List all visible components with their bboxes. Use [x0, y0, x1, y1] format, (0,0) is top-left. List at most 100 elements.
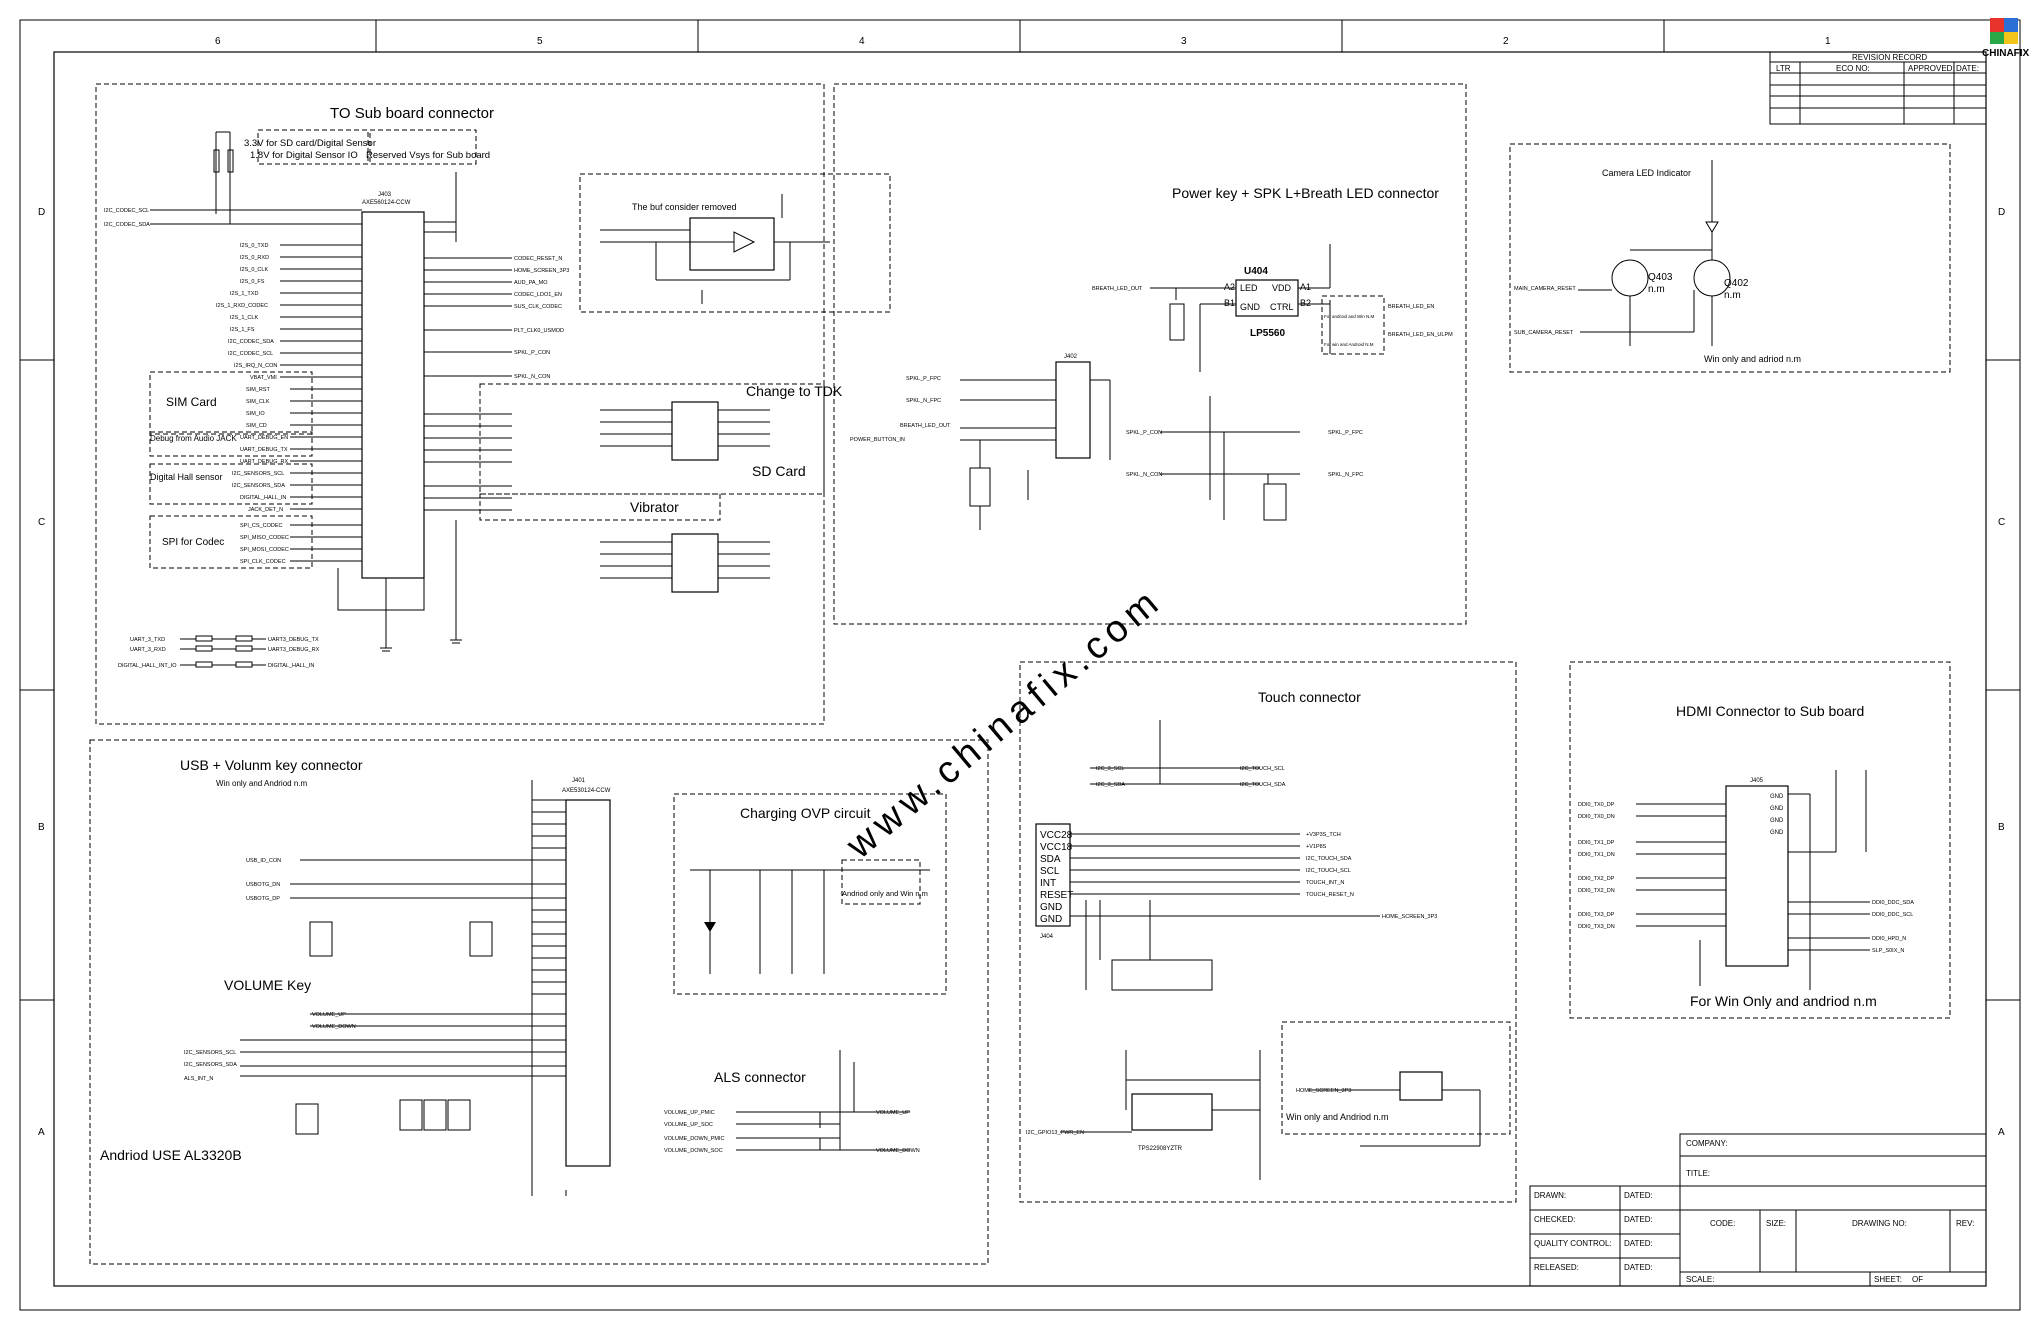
col-label-3: 3	[1181, 36, 1187, 47]
rev-col-eco: ECO NO:	[1836, 64, 1870, 73]
net-label: SPKL_P_CON	[514, 350, 550, 356]
note-sd-card: 3.3V for SD card/Digital Sensor	[244, 138, 376, 149]
volume-key-label: VOLUME Key	[224, 977, 311, 993]
net-label: DDI0_DDC_SCL	[1872, 912, 1913, 918]
pin-label: GND	[1040, 914, 1062, 925]
row-label-b: B	[38, 822, 45, 833]
net-label: DDI0_DDC_SDA	[1872, 900, 1914, 906]
row-labels: D C B A D C B A	[20, 207, 2020, 1138]
pin-label: VCC18	[1040, 842, 1073, 853]
net-label: I2C_TOUCH_SCL	[1306, 868, 1351, 874]
net-label: MAIN_CAMERA_RESET	[1514, 286, 1576, 292]
scale-label: SCALE:	[1686, 1275, 1714, 1284]
net-label: I2C_3_SCL	[1096, 766, 1124, 772]
drawing-no-label: DRAWING NO:	[1852, 1219, 1907, 1228]
code-label: CODE:	[1710, 1219, 1735, 1228]
ldo-chip	[1131, 1093, 1213, 1131]
net-label: I2C_CODEC_SCL	[104, 208, 149, 214]
net-label: I2C_SENSORS_SCL	[184, 1050, 236, 1056]
note-label: For android and Win N.M	[1324, 314, 1375, 319]
net-label: UART3_DEBUG_TX	[268, 637, 319, 643]
net-label: I2S_0_FS	[240, 279, 265, 285]
of-label: OF	[1912, 1275, 1923, 1284]
net-label: SPKL_N_FPC	[906, 398, 941, 404]
pin-label: SDA	[1040, 854, 1061, 865]
released-label: RELEASED:	[1534, 1263, 1579, 1272]
sub-board-section: TO Sub board connector 3.3V for SD card/…	[95, 83, 1467, 725]
q402-nm: n.m	[1724, 290, 1741, 301]
dated-label: DATED:	[1624, 1239, 1653, 1248]
rev-col-ltr: LTR	[1776, 64, 1791, 73]
pin-label: LED	[1240, 283, 1258, 293]
rev-col-date: DATE:	[1956, 64, 1979, 73]
rev-label: REV:	[1956, 1219, 1974, 1228]
pin-label: GND	[1770, 818, 1784, 824]
dated-label: DATED:	[1624, 1191, 1653, 1200]
net-label: SLP_S0IX_N	[1872, 948, 1904, 954]
net-label: I2S_IRQ_N_CON	[234, 363, 277, 369]
net-label: VOLUME_UP_PMIC	[664, 1110, 715, 1116]
power-key-title: Power key + SPK L+Breath LED connector	[1172, 185, 1439, 201]
touch-pins: VCC28 VCC18 SDA SCL INT RESET GND GND	[1040, 830, 1073, 925]
net-label: BREATH_LED_EN	[1388, 304, 1434, 310]
hall-label: Digital Hall sensor	[150, 472, 223, 482]
net-label: I2C_CODEC_SCL	[228, 351, 273, 357]
net-label: TOUCH_RESET_N	[1306, 892, 1354, 898]
net-label: PLT_CLK0_USMOD	[514, 328, 564, 334]
q403-label: Q403	[1648, 272, 1673, 283]
net-label: SPI_MISO_CODEC	[240, 535, 289, 541]
spi-label: SPI for Codec	[162, 537, 224, 548]
vibrator-label: Vibrator	[630, 499, 679, 515]
pin-label: GND	[1770, 794, 1784, 800]
net-label: SIM_IO	[246, 411, 265, 417]
ldo-part: TPS22908YZTR	[1138, 1146, 1183, 1152]
row-label-d: D	[38, 207, 45, 218]
net-label: SPKL_P_CON	[1126, 430, 1162, 436]
net-label: SPI_MOSI_CODEC	[240, 547, 289, 553]
net-label: BREATH_LED_OUT	[900, 423, 951, 429]
net-label: +V3P3S_TCH	[1306, 832, 1341, 838]
pin-label: GND	[1240, 302, 1261, 312]
net-label: DDI0_HPD_N	[1872, 936, 1906, 942]
sub-board-right-nets: CODEC_RESET_N HOME_SCREEN_3P3 AUD_PA_MO …	[514, 256, 569, 380]
net-label: DDI0_TX0_DP	[1578, 802, 1615, 808]
net-label: I2S_1_RXD_CODEC	[216, 303, 268, 309]
hdmi-section: HDMI Connector to Sub board J405 DDI0_TX…	[1569, 661, 1951, 1019]
net-label: I2C_SENSORS_SDA	[232, 483, 285, 489]
col-label-1: 1	[1825, 36, 1831, 47]
net-label: USB_ID_CON	[246, 858, 281, 864]
net-label: I2C_GPIO13_PWR_EN	[1026, 1130, 1084, 1136]
connector-j402-ref: J402	[1064, 354, 1078, 360]
net-label: DDI0_TX2_DP	[1578, 876, 1615, 882]
pin-label: RESET	[1040, 890, 1073, 901]
row-label-c-right: C	[1998, 517, 2005, 528]
net-label: CODEC_RESET_N	[514, 256, 562, 262]
net-label: DIGITAL_HALL_INT_IO	[118, 663, 177, 669]
net-label: SPI_CLK_CODEC	[240, 559, 286, 565]
connector-j401	[565, 799, 611, 1167]
net-label: I2C_TOUCH_SDA	[1240, 782, 1286, 788]
pin-label: GND	[1770, 806, 1784, 812]
dated-label: DATED:	[1624, 1215, 1653, 1224]
row-label-a: A	[38, 1127, 45, 1138]
net-label: JACK_DET_N	[248, 507, 283, 513]
net-label: VOLUME_DOWN_SOC	[664, 1148, 723, 1154]
pin-label: SCL	[1040, 866, 1060, 877]
net-label: I2S_1_CLK	[230, 315, 258, 321]
sub-board-left-wires	[150, 209, 362, 562]
net-label: SPKL_P_FPC	[906, 376, 941, 382]
connector-j403	[361, 211, 425, 579]
net-label: SPKL_N_FPC	[1328, 472, 1363, 478]
hdmi-right-nets: DDI0_DDC_SDA DDI0_DDC_SCL DDI0_HPD_N SLP…	[1872, 900, 1914, 954]
title-label: TITLE:	[1686, 1169, 1710, 1178]
camera-section: Camera LED Indicator Q403 n.m Q402 n.m M…	[1509, 143, 1951, 373]
net-label: SUS_CLK_CODEC	[514, 304, 562, 310]
sd-card-label: SD Card	[752, 463, 806, 479]
net-label: I2C_CODEC_SDA	[104, 222, 150, 228]
net-label: SPKL_N_CON	[1126, 472, 1162, 478]
net-label: I2C_SENSORS_SDA	[184, 1062, 237, 1068]
camera-note: Win only and adriod n.m	[1704, 354, 1801, 364]
sub-board-left-nets: I2C_CODEC_SCL I2C_CODEC_SDA I2S_0_TXD I2…	[104, 208, 289, 565]
als-wires	[736, 1050, 910, 1151]
connector-j404-ref: J404	[1040, 934, 1054, 940]
